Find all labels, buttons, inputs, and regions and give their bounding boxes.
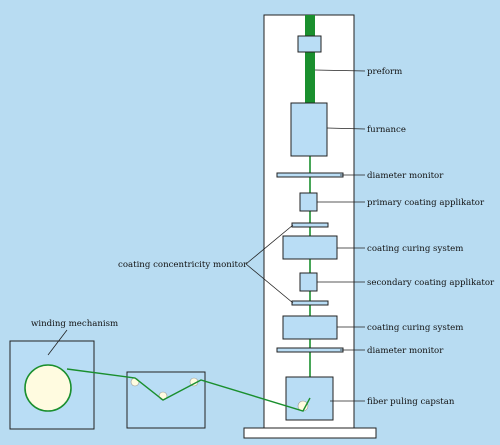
secondary-coating-applicator [299, 272, 318, 292]
label-coating-curing-bottom: coating curing system [367, 323, 463, 333]
coating-curing-top [282, 235, 338, 260]
label-secondary-coating: secondary coating applikator [367, 278, 495, 288]
diameter-monitor-top [276, 172, 344, 178]
label-preform: preform [367, 67, 402, 77]
tower-base [243, 427, 377, 439]
label-winding: winding mechanism [31, 319, 118, 329]
coating-curing-bottom [282, 315, 338, 340]
dancer-pulley-left [130, 377, 140, 387]
furnace [290, 102, 328, 157]
concentricity-monitor-bottom [291, 300, 329, 306]
preform-holder [297, 35, 322, 53]
label-coating-concentricity: coating concentricity monitor [118, 260, 248, 270]
label-capstan: fiber puling capstan [367, 397, 455, 407]
label-diameter-monitor-top: diameter monitor [367, 171, 444, 181]
diameter-monitor-bottom [276, 347, 344, 353]
preform-rod [305, 15, 315, 105]
label-primary-coating: primary coating applikator [367, 198, 485, 208]
fiber-path [66, 368, 311, 412]
primary-coating-applicator [299, 192, 318, 212]
label-furnace: furnance [367, 125, 406, 135]
label-coating-curing-top: coating curing system [367, 244, 463, 254]
winding-drum [24, 364, 72, 412]
label-diameter-monitor-bottom: diameter monitor [367, 346, 444, 356]
concentricity-monitor-top [291, 222, 329, 228]
leader-lines [47, 69, 366, 402]
